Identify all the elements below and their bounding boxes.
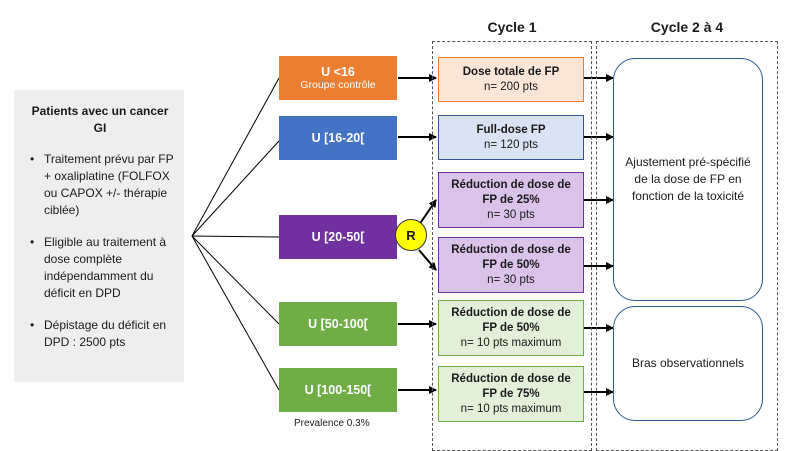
treatment-title: Full-dose FP bbox=[476, 123, 546, 136]
group-box-u-20-50: U [20-50[ bbox=[279, 215, 397, 259]
treatment-n: n= 30 pts bbox=[487, 208, 535, 221]
observational-arms-box: Bras observationnels bbox=[613, 306, 763, 421]
prevalence-note: Prevalence 0.3% bbox=[294, 418, 370, 429]
patients-criteria-list: Traitement prévu par FP + oxaliplatine (… bbox=[24, 151, 176, 351]
arrow-r-up bbox=[418, 199, 437, 226]
group-label: U <16 bbox=[321, 64, 355, 79]
treatment-title: Réduction de dose de FP de 75% bbox=[451, 372, 571, 400]
treatment-n: n= 120 pts bbox=[483, 138, 539, 151]
group-label: U [100-150[ bbox=[304, 383, 372, 397]
group-label: U [50-100[ bbox=[308, 317, 368, 331]
treatment-n: n= 10 pts maximum bbox=[460, 402, 562, 415]
group-box-u-lt16: U <16 Groupe contrôle bbox=[279, 56, 397, 100]
treatment-title: Réduction de dose de FP de 25% bbox=[451, 178, 571, 206]
treatment-n: n= 10 pts maximum bbox=[460, 336, 562, 349]
arrow-r-down bbox=[418, 249, 437, 271]
treatment-n: n= 30 pts bbox=[487, 273, 535, 286]
treatment-box-reduction-25: Réduction de dose de FP de 25% n= 30 pts bbox=[438, 172, 584, 228]
dose-adjustment-box: Ajustement pré-spécifié de la dose de FP… bbox=[613, 58, 763, 301]
treatment-box-reduction-50: Réduction de dose de FP de 50% n= 30 pts bbox=[438, 237, 584, 293]
connector-lines bbox=[191, 74, 614, 396]
cycle2-4-header: Cycle 2 à 4 bbox=[650, 19, 724, 35]
group-label: U [20-50[ bbox=[311, 230, 365, 244]
patients-criterion: Eligible au traitement à dose complète i… bbox=[30, 234, 176, 302]
treatment-n: n= 200 pts bbox=[483, 80, 539, 93]
treatment-box-obs-reduction-50: Réduction de dose de FP de 50% n= 10 pts… bbox=[438, 300, 584, 356]
fan-line-4 bbox=[191, 235, 280, 325]
fan-line-5 bbox=[191, 235, 280, 391]
treatment-box-obs-reduction-75: Réduction de dose de FP de 75% n= 10 pts… bbox=[438, 366, 584, 422]
fan-line-2 bbox=[191, 140, 280, 237]
treatment-box-full-dose-control: Dose totale de FP n= 200 pts bbox=[438, 57, 584, 102]
treatment-title: Dose totale de FP bbox=[462, 65, 560, 78]
patients-box: Patients avec un cancer GI Traitement pr… bbox=[14, 90, 184, 382]
randomization-circle: R bbox=[395, 219, 427, 251]
observational-arms-text: Bras observationnels bbox=[631, 356, 745, 370]
treatment-title: Réduction de dose de FP de 50% bbox=[451, 306, 571, 334]
patients-title: Patients avec un cancer GI bbox=[31, 104, 169, 135]
treatment-box-full-dose: Full-dose FP n= 120 pts bbox=[438, 115, 584, 160]
cycle1-header: Cycle 1 bbox=[487, 19, 537, 35]
group-label: U [16-20[ bbox=[311, 131, 365, 145]
group-sublabel: Groupe contrôle bbox=[300, 78, 376, 91]
fan-line-3 bbox=[191, 235, 280, 238]
patients-criterion: Dépistage du déficit en DPD : 2500 pts bbox=[30, 317, 176, 351]
group-box-u-100-150: U [100-150[ bbox=[279, 368, 397, 412]
treatment-title: Réduction de dose de FP de 50% bbox=[451, 243, 571, 271]
patients-criterion: Traitement prévu par FP + oxaliplatine (… bbox=[30, 151, 176, 219]
group-box-u-16-20: U [16-20[ bbox=[279, 116, 397, 160]
fan-line-1 bbox=[191, 77, 280, 237]
group-box-u-50-100: U [50-100[ bbox=[279, 302, 397, 346]
dose-adjustment-text: Ajustement pré-spécifié de la dose de FP… bbox=[625, 155, 751, 203]
